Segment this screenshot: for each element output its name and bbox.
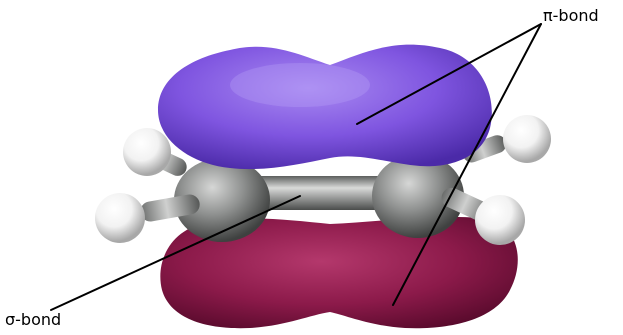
pi-bond-label: π-bond <box>543 7 599 25</box>
upper-lobe-highlight <box>230 63 370 107</box>
hydrogen-atom-front-right <box>475 195 525 245</box>
hydrogen-atom-front-left <box>95 193 145 243</box>
sigma-bond-label: σ-bond <box>5 311 61 329</box>
upper-lobe <box>158 45 492 169</box>
hydrogen-atom-back-right <box>503 115 551 163</box>
hydrogen-atom-back-left <box>123 128 171 176</box>
